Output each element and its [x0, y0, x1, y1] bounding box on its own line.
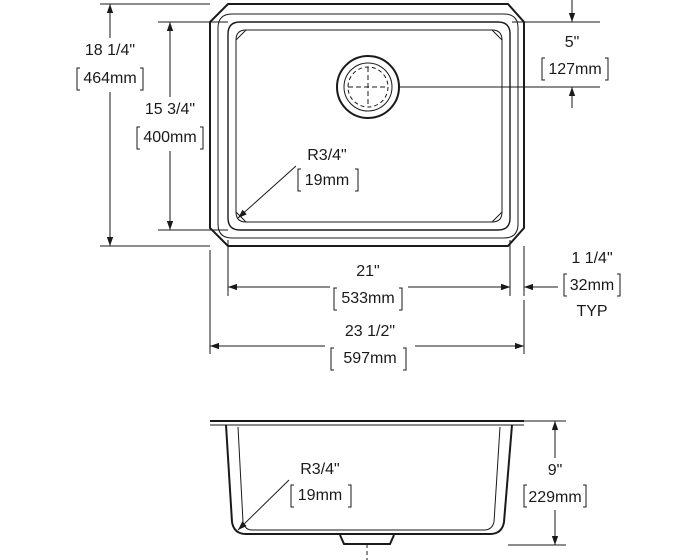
overall-width-dimension: 23 1/2" 597mm: [209, 250, 525, 374]
side-corner-radius-metric: 19mm: [298, 487, 342, 504]
bowl-depth-imperial: 15 3/4": [145, 101, 195, 118]
rim-width-metric: 32mm: [570, 277, 614, 294]
drain-offset-dimension: 5" 127mm: [512, 0, 609, 108]
side-bowl-wall: [225, 424, 513, 535]
corner-radius-metric: 19mm: [305, 172, 349, 189]
top-view: 18 1/4" 464mm 15 3/4" 400mm 5" 127mm: [74, 0, 621, 374]
corner-radius-callout-side: R3/4" 19mm: [237, 461, 352, 531]
bowl-height-dimension: 9" 229mm: [508, 420, 590, 546]
overall-width-metric: 597mm: [343, 350, 396, 367]
bowl-depth-dimension: 15 3/4" 400mm: [134, 21, 228, 231]
bowl-width-imperial: 21": [356, 263, 379, 280]
overall-width-imperial: 23 1/2": [345, 323, 395, 340]
bowl-width-dimension: 21" 533mm: [227, 240, 511, 314]
overall-depth-dimension: 18 1/4" 464mm: [74, 3, 210, 247]
rim-width-imperial: 1 1/4": [571, 250, 612, 267]
corner-radius-callout-top: R3/4" 19mm: [237, 147, 359, 219]
corner-line: [235, 211, 247, 223]
overall-depth-imperial: 18 1/4": [85, 42, 135, 59]
sink-outer-flange: [209, 3, 525, 247]
side-drain: [339, 534, 395, 545]
side-view: 9" 229mm R3/4" 19mm: [210, 420, 590, 560]
bowl-outline: [227, 21, 511, 231]
drain-offset-metric: 127mm: [548, 61, 601, 78]
bowl-floor: [235, 29, 503, 223]
bowl-width-metric: 533mm: [341, 290, 394, 307]
bowl-height-metric: 229mm: [528, 489, 581, 506]
corner-line: [491, 211, 503, 223]
bowl-height-imperial: 9": [548, 462, 563, 479]
drain: [336, 55, 400, 119]
corner-line: [235, 29, 247, 41]
side-corner-radius-imperial: R3/4": [300, 461, 339, 478]
corner-radius-imperial: R3/4": [307, 147, 346, 164]
bowl-depth-metric: 400mm: [143, 129, 196, 146]
rim-width-dimension: 1 1/4" 32mm TYP: [488, 246, 621, 320]
overall-depth-metric: 464mm: [83, 70, 136, 87]
side-bowl-inner-wall: [237, 426, 501, 531]
rim-width-note: TYP: [576, 303, 607, 320]
sink-flange-inner-edge: [217, 13, 519, 239]
drain-offset-imperial: 5": [565, 34, 580, 51]
corner-line: [491, 29, 503, 41]
